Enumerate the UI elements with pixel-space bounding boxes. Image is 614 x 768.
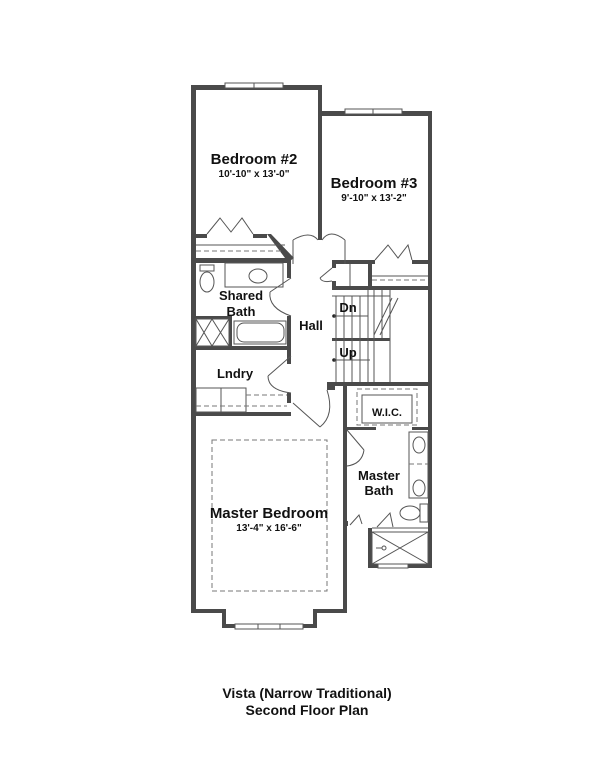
interior-walls [191,234,432,568]
master-bedroom-dimensions: 13'-4" x 16'-6" [236,523,302,534]
hall-label: Hall [299,318,323,333]
stairs-up-label: Up [339,345,356,360]
bedroom2-dimensions: 10'-10" x 13'-0" [219,169,290,180]
shared-bath-label-line1: Shared [219,288,263,303]
windows [224,82,409,630]
wic-label: W.I.C. [372,407,402,419]
shared-bath-label-line2: Bath [227,304,256,319]
stairs-down-label: Dn [339,300,356,315]
room-labels: Bedroom #2 10'-10" x 13'-0" Bedroom #3 9… [210,151,418,534]
bedroom3-dimensions: 9'-10" x 13'-2" [341,193,407,204]
bedroom2-label: Bedroom #2 [211,151,298,168]
fixtures [195,217,429,592]
plan-subtitle: Second Floor Plan [245,702,369,718]
master-bedroom-label: Master Bedroom [210,505,328,522]
plan-title: Vista (Narrow Traditional) [222,685,392,701]
master-bath-label-line1: Master [358,468,400,483]
master-bath-label-line2: Bath [365,483,394,498]
laundry-label: Lndry [217,366,254,381]
doors [267,233,365,467]
bedroom3-label: Bedroom #3 [331,175,418,192]
